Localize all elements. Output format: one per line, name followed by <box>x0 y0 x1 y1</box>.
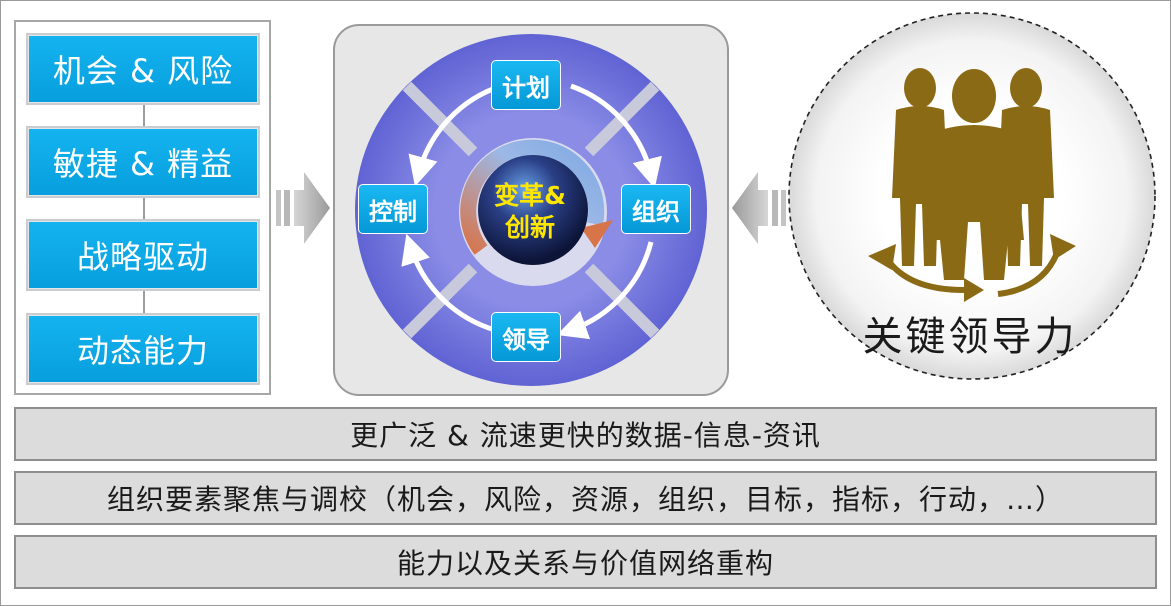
key-leadership-circle <box>788 12 1156 380</box>
capabilities-connector <box>143 105 145 320</box>
cycle-node-organize: 组织 <box>621 184 691 234</box>
capability-strategy-driven: 战略驱动 <box>26 219 260 291</box>
core-sphere <box>478 155 588 265</box>
business-team-icon <box>892 68 1054 280</box>
core-label-line1: 变革& <box>494 181 566 210</box>
left-flow-arrow-icon <box>276 172 330 244</box>
cycle-node-control: 控制 <box>358 184 428 234</box>
right-flow-arrow-icon <box>732 172 786 244</box>
capability-dynamic: 动态能力 <box>26 313 260 385</box>
cycle-arrows <box>401 83 662 340</box>
core-label: 变革& 创新 <box>470 180 590 244</box>
bar-element-alignment: 组织要素聚焦与调校（机会，风险，资源，组织，目标，指标，行动，…） <box>14 471 1157 525</box>
core-swirl <box>460 139 605 255</box>
core-label-line2: 创新 <box>504 213 555 242</box>
cycle-node-lead: 领导 <box>491 312 561 362</box>
bar-data-information: 更广泛 & 流速更快的数据-信息-资讯 <box>14 407 1157 461</box>
key-leadership-label: 关键领导力 <box>862 314 1078 360</box>
capability-agile-lean: 敏捷 & 精益 <box>26 126 260 198</box>
cycle-node-plan: 计划 <box>491 60 561 110</box>
bar-capability-network: 能力以及关系与价值网络重构 <box>14 535 1157 589</box>
management-cycle-diagram <box>355 34 707 386</box>
capability-opportunity-risk: 机会 & 风险 <box>26 33 260 105</box>
